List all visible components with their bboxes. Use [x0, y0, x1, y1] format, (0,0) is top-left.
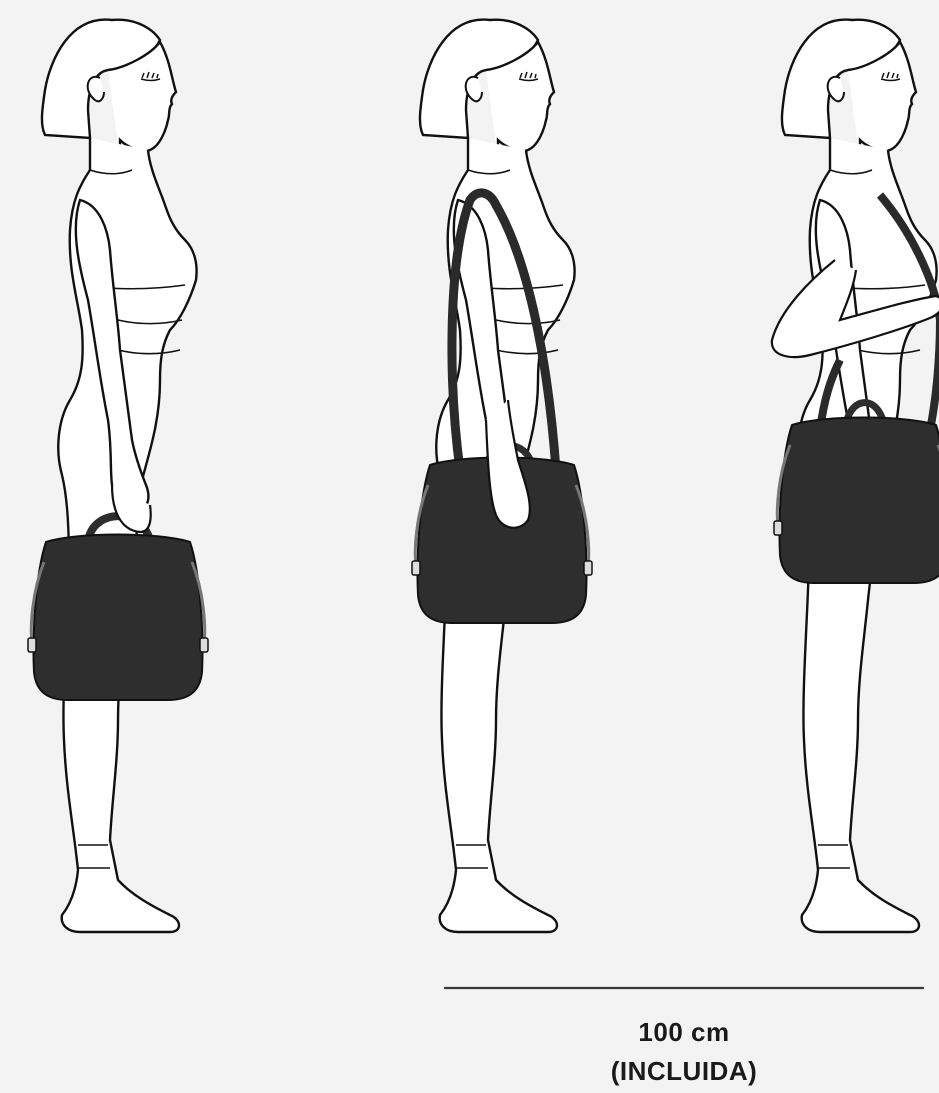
- bag: [774, 418, 939, 584]
- figure-hand-carry: [28, 20, 208, 932]
- strap-length-label: 100 cm: [444, 1016, 924, 1048]
- figure-shoulder-strap: [412, 20, 592, 932]
- strap-included-label: (INCLUIDA): [444, 1055, 924, 1087]
- bag: [28, 535, 208, 701]
- figure-crossbody: [772, 20, 939, 932]
